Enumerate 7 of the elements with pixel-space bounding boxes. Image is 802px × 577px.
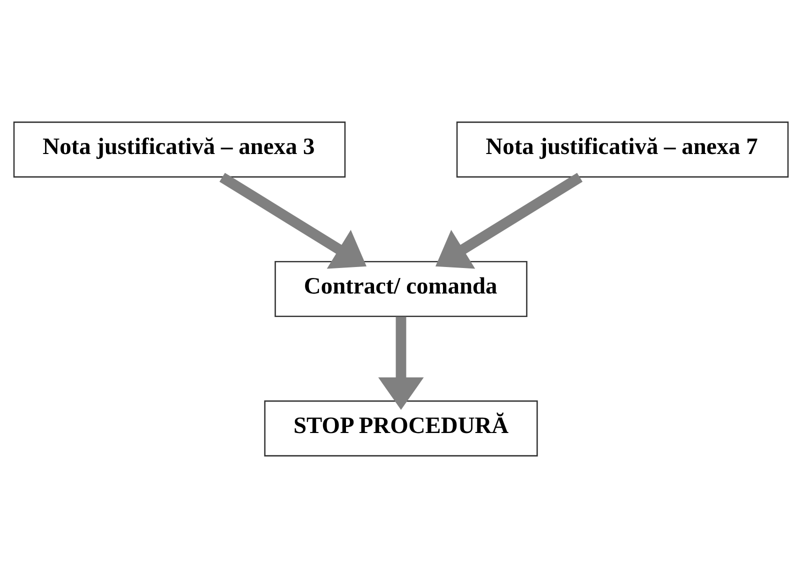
arrow: [435, 172, 583, 268]
arrow: [378, 316, 424, 410]
node-box: Contract/ comanda: [274, 260, 528, 317]
node-box: Nota justificativă – anexa 7: [456, 121, 789, 178]
arrow: [219, 172, 367, 268]
node-box: STOP PROCEDURĂ: [264, 400, 538, 456]
node-box: Nota justificativă – anexa 3: [13, 121, 346, 178]
